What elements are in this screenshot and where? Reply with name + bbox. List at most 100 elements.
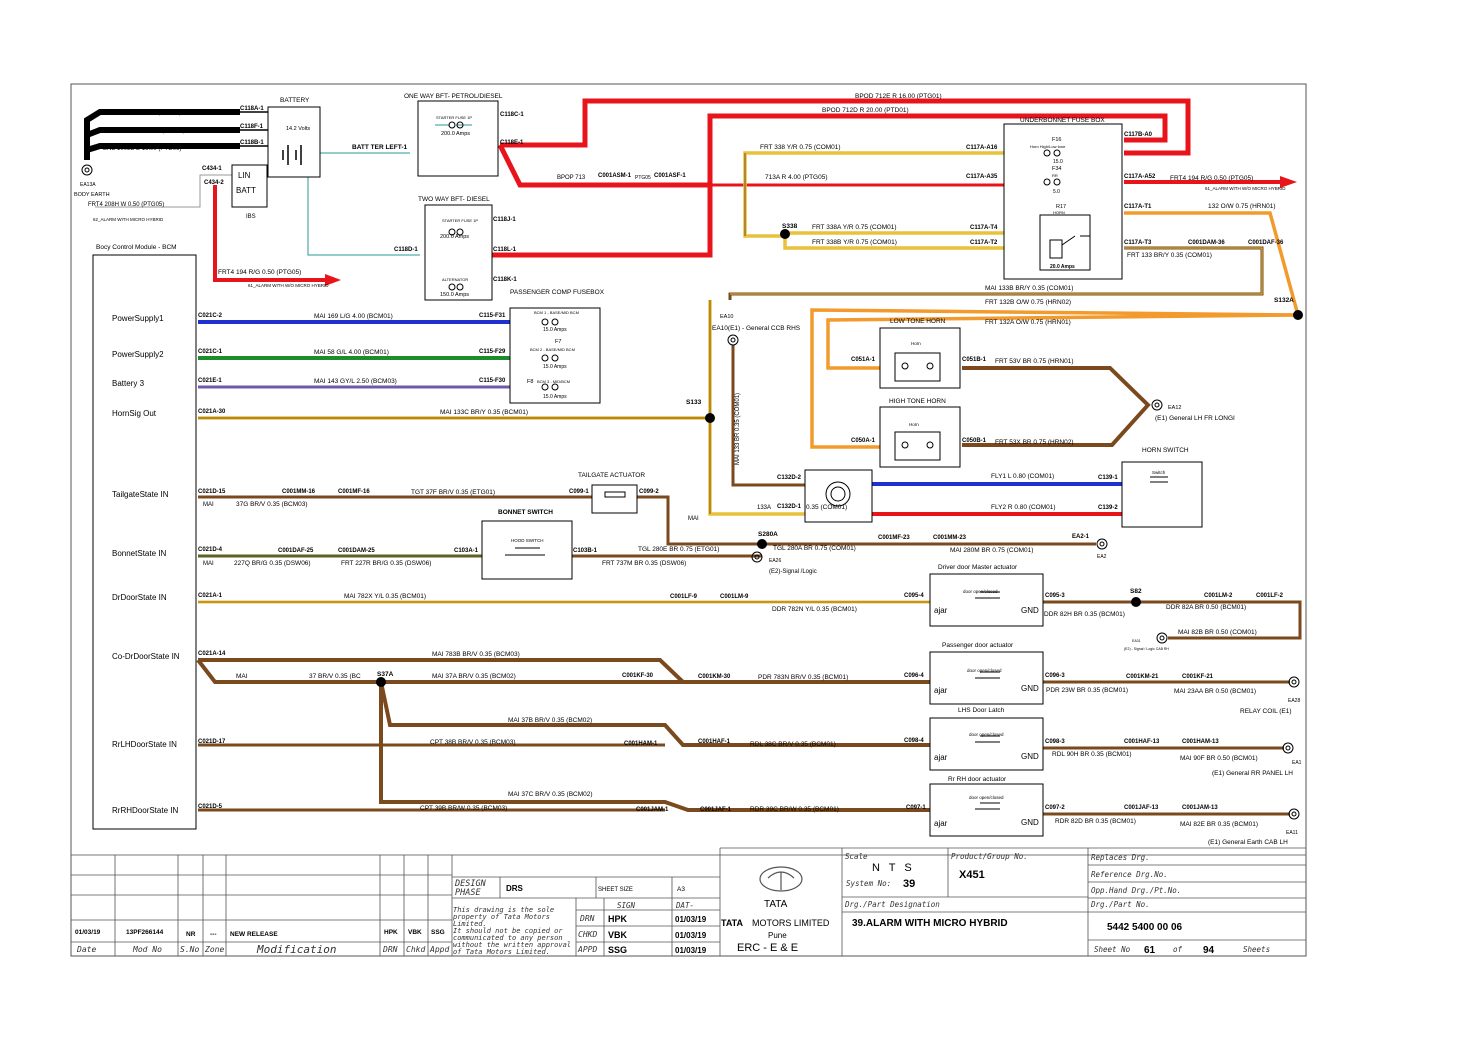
wire-frt338: FRT 338 Y/R 0.75 (COM01) bbox=[760, 144, 841, 151]
rrlh-gnd: GND bbox=[1021, 752, 1039, 761]
tb-sysno: 39 bbox=[903, 878, 915, 890]
conn-c115-f30: C115-F30 bbox=[479, 378, 506, 384]
component-boxes bbox=[92, 100, 1203, 837]
wire-133c: MAI 133C BR/Y 0.35 (BCM01) bbox=[440, 409, 528, 416]
rrlh-door-state: door open/closed bbox=[969, 732, 1004, 737]
bcm-title: Bocy Control Module - BCM bbox=[96, 244, 177, 251]
wire-37a: MAI 37A BR/V 0.35 (BCM02) bbox=[432, 673, 516, 680]
conn-c021d-5: C021D-5 bbox=[198, 804, 223, 810]
tb-mod: NEW RELEASE bbox=[230, 931, 278, 938]
earth-symbols bbox=[81, 164, 1300, 820]
tb-tml1: TATA bbox=[721, 918, 743, 928]
tb-drgdes-lbl: Drg./Part Designation bbox=[844, 900, 940, 909]
conn-c001dam-25: C001DAM-25 bbox=[338, 548, 375, 554]
tb-h-zone: Zone bbox=[204, 945, 224, 954]
ibs-label: IBS bbox=[246, 214, 256, 220]
horn-label-low: Horn bbox=[911, 341, 921, 346]
conn-c001km-21: C001KM-21 bbox=[1126, 674, 1159, 680]
conn-c001kf-21: C001KF-21 bbox=[1182, 674, 1214, 680]
tb-h-date: Date bbox=[76, 945, 96, 954]
switch-label: Switch bbox=[1152, 470, 1166, 475]
tb-scale-lbl: Scale bbox=[845, 852, 868, 861]
horn-switch-title: HORN SWITCH bbox=[1142, 447, 1189, 454]
conn-c132d-1: C132D-1 bbox=[777, 504, 802, 510]
batt-terminal: BATT TER LEFT-1 bbox=[352, 144, 408, 151]
frt4-note: 62_ALARM WITH MICRO HYBRID bbox=[93, 217, 164, 222]
conn-c001lm-9: C001LM-9 bbox=[720, 594, 749, 600]
bpod-712d: BPOD 712D R 20.00 (PTD01) bbox=[822, 107, 909, 114]
tb-sheetno-lbl: Sheet No bbox=[1094, 945, 1131, 954]
tb-appd-l: APPD bbox=[577, 945, 597, 954]
pcfb-f7: F7 bbox=[555, 339, 561, 345]
earth-ea12-name: (E1) General LH FR LONGI bbox=[1155, 415, 1235, 422]
conn-c103b: C103B-1 bbox=[573, 548, 598, 554]
tb-drn-l: DRN bbox=[579, 914, 595, 923]
wire-39c: RDR 39C BR/W 0.35 (BCM01) bbox=[750, 806, 839, 813]
driver-gnd: GND bbox=[1021, 606, 1039, 615]
body-earth: BODY EARTH bbox=[74, 192, 110, 198]
bcm-pin-3: HornSig Out bbox=[112, 409, 157, 418]
tb-tml2: MOTORS LIMITED bbox=[752, 918, 830, 928]
conn-c139-2: C139-2 bbox=[1098, 505, 1118, 511]
driver-ajar: ajar bbox=[934, 606, 948, 615]
wire-280m: MAI 280M BR 0.75 (COM01) bbox=[950, 547, 1033, 554]
bcm-pin-6: DrDoorState IN bbox=[112, 593, 167, 602]
conn-c021d-15: C021D-15 bbox=[198, 489, 226, 495]
bcm-pin-4: TailgateState IN bbox=[112, 490, 169, 499]
bft2-alt: ALTERNATOR bbox=[442, 277, 468, 282]
conn-c001ham-13: C001HAM-13 bbox=[1182, 739, 1219, 745]
lin-label: LIN bbox=[238, 171, 251, 180]
wire-280a: TGL 280A BR 0.75 (COM01) bbox=[773, 545, 856, 552]
earth-wire-1: BNE 1003A B 20.00 (PTD01) bbox=[103, 110, 181, 116]
ea13a: EA13A bbox=[80, 182, 96, 188]
tb-design: DESIGN bbox=[454, 879, 487, 889]
tata-logo-icon bbox=[759, 866, 803, 892]
tb-d1: 01/03/19 bbox=[675, 915, 707, 924]
earth-ea10: EA10 bbox=[720, 314, 733, 320]
conn-c001jam-1: C001JAM-1 bbox=[636, 807, 669, 813]
tb-pune: Pune bbox=[768, 931, 787, 940]
conn-c117b-a0: C117B-A0 bbox=[1124, 132, 1153, 138]
conn-c001mm-23: C001MM-23 bbox=[933, 535, 967, 541]
earth-ea1: EA1 bbox=[1292, 760, 1302, 766]
pcfb-title: PASSENGER COMP FUSEBOX bbox=[510, 289, 605, 296]
wire-143: MAI 143 GY/L 2.50 (BCM03) bbox=[314, 378, 397, 385]
wire-133a: 133A bbox=[757, 505, 771, 511]
bft1-amps: 200.0 Amps bbox=[441, 131, 470, 137]
wire-338a: FRT 338A Y/R 0.75 (COM01) bbox=[812, 224, 897, 231]
splice-s82: S82 bbox=[1130, 588, 1142, 595]
wire-169: MAI 169 L/G 4.00 (BCM01) bbox=[314, 313, 393, 320]
passenger-door-title: Passenger door actuator bbox=[942, 642, 1014, 649]
tb-sheetsize: SHEET SIZE bbox=[598, 887, 633, 893]
tb-opp: Opp.Hand Drg./Pt.No. bbox=[1091, 886, 1181, 895]
conn-c117a-a35: C117A-A35 bbox=[966, 174, 998, 180]
relay-r17: R17 bbox=[1056, 204, 1066, 210]
tb-d2: 01/03/19 bbox=[675, 931, 707, 940]
tb-ref: Reference Drg.No. bbox=[1091, 870, 1168, 879]
conn-c050a: C050A-1 bbox=[851, 438, 876, 444]
conn-c095-3: C095-3 bbox=[1045, 593, 1065, 599]
splice-s338: S338 bbox=[782, 223, 798, 230]
wire-frt4-note: 61_ALARM WITH W/O MICRO HYBRID bbox=[1205, 186, 1286, 191]
tb-date: 01/03/19 bbox=[75, 929, 101, 936]
conn-c117a-a16: C117A-A16 bbox=[966, 145, 998, 151]
earth-ea11: EA11 bbox=[1286, 830, 1298, 836]
pcfb-bcm2: BCM 2 - BASE/MID BCM bbox=[530, 347, 575, 352]
wire-227q: 227Q BR/G 0.35 (DSW06) bbox=[234, 560, 311, 567]
splice-s280a: S280A bbox=[758, 531, 778, 538]
wire-37c: MAI 37C BR/V 0.35 (BCM02) bbox=[508, 791, 593, 798]
bft2-title: TWO WAY BFT- DIESEL bbox=[418, 196, 490, 203]
tb-phase-lbl: PHASE bbox=[455, 888, 481, 898]
conn-c021a-30: C021A-30 bbox=[198, 409, 226, 415]
wire-82h: DDR 82H BR 0.35 (BCM01) bbox=[1044, 611, 1125, 618]
tb-prod: X451 bbox=[959, 869, 985, 881]
conn-c001lm-2: C001LM-2 bbox=[1204, 593, 1233, 599]
splice-s132a: S132A bbox=[1274, 297, 1294, 304]
splices bbox=[376, 229, 1303, 687]
fuse-f34: F34 bbox=[1052, 166, 1061, 172]
rrrh-ajar: ajar bbox=[934, 819, 948, 828]
conn-c115-f31: C115-F31 bbox=[479, 313, 506, 319]
conn-c095-4: C095-4 bbox=[904, 593, 924, 599]
wire-frt4-194: FRT4 194 R/G 0.50 (PTG05) bbox=[1170, 175, 1253, 182]
conn-c117a-t2: C117A-T2 bbox=[970, 240, 998, 246]
